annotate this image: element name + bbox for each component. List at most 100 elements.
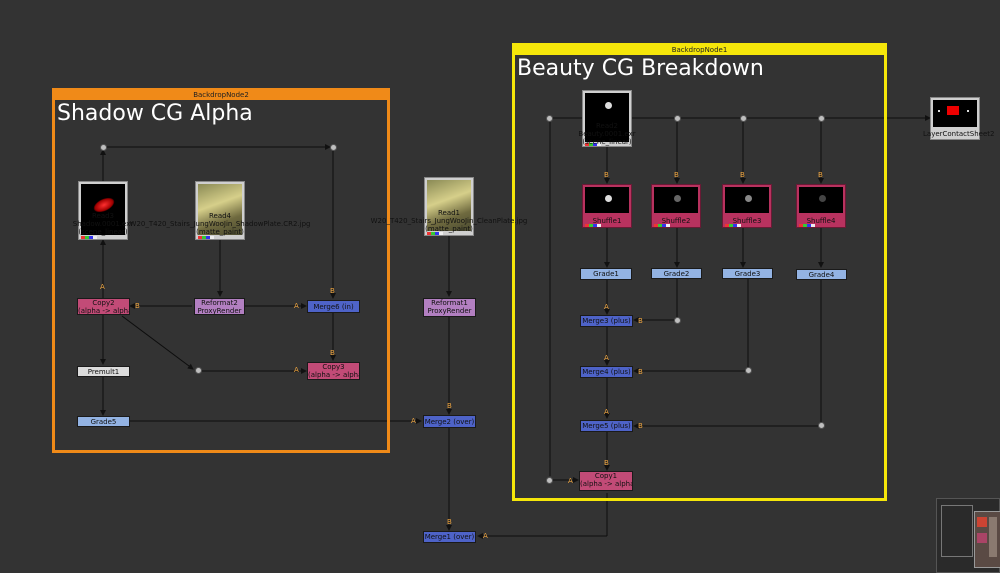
input-pin-label: A <box>294 366 299 374</box>
node-colorspace: (scene_linear) <box>78 228 128 236</box>
input-pin-label: A <box>100 283 105 291</box>
input-pin-label: B <box>447 518 452 526</box>
node-name: Merge2 (over) <box>424 418 475 426</box>
read-thumbnail-icon <box>933 100 977 127</box>
input-pin-label: A <box>568 477 573 485</box>
node-file: Shadow.0001.exr <box>72 220 134 228</box>
copy-node-2[interactable]: Copy2 (alpha -> alpha) <box>77 298 130 315</box>
backdrop-shadow[interactable]: BackdropNode2 Shadow CG Alpha <box>52 88 390 453</box>
grade-node-2[interactable]: Grade2 <box>651 268 702 279</box>
merge-node-5[interactable]: Merge5 (plus) <box>580 420 633 432</box>
input-pin-label: B <box>674 171 679 179</box>
node-sub: ProxyRender <box>197 307 242 315</box>
node-name: Copy3 <box>322 363 345 371</box>
grade-node-4[interactable]: Grade4 <box>796 269 847 280</box>
read-thumbnail-icon <box>654 187 698 213</box>
node-name: Merge6 (in) <box>313 303 354 311</box>
node-name: Grade1 <box>593 270 619 278</box>
input-pin-label: A <box>604 303 609 311</box>
node-name: Copy1 <box>594 472 618 480</box>
dot-node[interactable] <box>740 115 747 122</box>
grade-node-3[interactable]: Grade3 <box>722 268 773 279</box>
premult-node-1[interactable]: Premult1 <box>77 366 130 377</box>
dot-node[interactable] <box>818 422 825 429</box>
shuffle-node-4[interactable]: Shuffle4 <box>796 184 846 228</box>
input-pin-label: B <box>740 171 745 179</box>
dot-node[interactable] <box>330 144 337 151</box>
read-node-read3[interactable] <box>78 181 128 240</box>
node-name: Read3 <box>91 212 115 220</box>
merge-node-3[interactable]: Merge3 (plus) <box>580 315 633 327</box>
input-pin-label: B <box>330 287 335 295</box>
node-sub: (alpha -> alpha) <box>78 307 130 315</box>
input-pin-label: B <box>330 349 335 357</box>
dot-node[interactable] <box>195 367 202 374</box>
input-pin-label: B <box>638 368 643 376</box>
input-pin-label: B <box>818 171 823 179</box>
merge-node-1[interactable]: Merge1 (over) <box>423 531 476 543</box>
merge-node-2[interactable]: Merge2 (over) <box>423 415 476 428</box>
dot-node[interactable] <box>745 367 752 374</box>
input-pin-label: B <box>638 317 643 325</box>
node-name: LayerContactSheet2 <box>923 130 995 138</box>
backdrop-title: Shadow CG Alpha <box>57 101 253 126</box>
input-pin-label: B <box>604 459 609 467</box>
read-node-read2[interactable] <box>582 90 632 147</box>
shuffle-node-1[interactable]: Shuffle1 <box>582 184 632 228</box>
read-thumbnail-icon <box>585 93 629 142</box>
input-pin-label: A <box>411 417 416 425</box>
node-colorspace: (scene_linear) <box>582 138 632 146</box>
input-pin-label: B <box>135 302 140 310</box>
node-name: Shuffle2 <box>661 217 691 225</box>
navigator-minimap-icon[interactable] <box>936 498 1000 573</box>
grade-node-1[interactable]: Grade1 <box>580 268 632 280</box>
grade-node-5[interactable]: Grade5 <box>77 416 130 427</box>
node-name: Merge5 (plus) <box>582 422 631 430</box>
input-pin-label: A <box>483 532 488 540</box>
dot-node[interactable] <box>818 115 825 122</box>
node-sub: ProxyRender <box>427 307 472 315</box>
node-name: Grade2 <box>663 270 690 278</box>
node-name: Shuffle4 <box>806 217 836 225</box>
node-name: Read4 <box>208 212 232 220</box>
node-name: Merge3 (plus) <box>582 317 631 325</box>
input-pin-label: A <box>294 302 299 310</box>
copy-node-1[interactable]: Copy1 (alpha -> alpha) <box>579 471 633 491</box>
node-name: Premult1 <box>87 368 120 376</box>
node-name: Grade4 <box>808 271 835 279</box>
input-pin-label: B <box>604 171 609 179</box>
node-name: Merge1 (over) <box>424 533 475 541</box>
backdrop-label: BackdropNode1 <box>515 46 884 55</box>
reformat-node-2[interactable]: Reformat2 ProxyRender <box>194 298 245 315</box>
dot-node[interactable] <box>546 115 553 122</box>
node-name: Merge4 (plus) <box>582 368 631 376</box>
merge-node-4[interactable]: Merge4 (plus) <box>580 366 633 378</box>
dot-node[interactable] <box>674 317 681 324</box>
input-pin-label: B <box>638 422 643 430</box>
node-file: W20_T420_Stairs_JungWooJin_CleanPlate.jp… <box>370 217 528 225</box>
dot-node[interactable] <box>674 115 681 122</box>
node-name: Read1 <box>437 209 461 217</box>
node-name: Reformat1 <box>431 299 468 307</box>
backdrop-beauty[interactable]: BackdropNode1 Beauty CG Breakdown <box>512 43 887 501</box>
node-name: Shuffle3 <box>732 217 762 225</box>
shuffle-node-2[interactable]: Shuffle2 <box>651 184 701 228</box>
reformat-node-1[interactable]: Reformat1 ProxyRender <box>423 298 476 317</box>
node-colorspace: (matte_paint) <box>196 228 244 236</box>
node-name: Read2 <box>595 122 619 130</box>
dot-node[interactable] <box>546 477 553 484</box>
merge-node-6[interactable]: Merge6 (in) <box>307 300 360 313</box>
node-file: W20_T420_Stairs_JungWooJin_ShadowPlate.C… <box>129 220 311 228</box>
backdrop-title: Beauty CG Breakdown <box>517 56 764 81</box>
dot-node[interactable] <box>100 144 107 151</box>
contact-sheet-node[interactable]: LayerContactSheet2 <box>923 97 994 140</box>
copy-node-3[interactable]: Copy3 (alpha -> alpha) <box>307 362 360 380</box>
read-thumbnail-icon <box>198 184 242 235</box>
backdrop-label: BackdropNode2 <box>55 91 387 100</box>
shuffle-node-3[interactable]: Shuffle3 <box>722 184 772 228</box>
read-node-read4[interactable] <box>195 181 245 240</box>
read-node-read1[interactable] <box>424 177 474 236</box>
input-pin-label: B <box>447 402 452 410</box>
